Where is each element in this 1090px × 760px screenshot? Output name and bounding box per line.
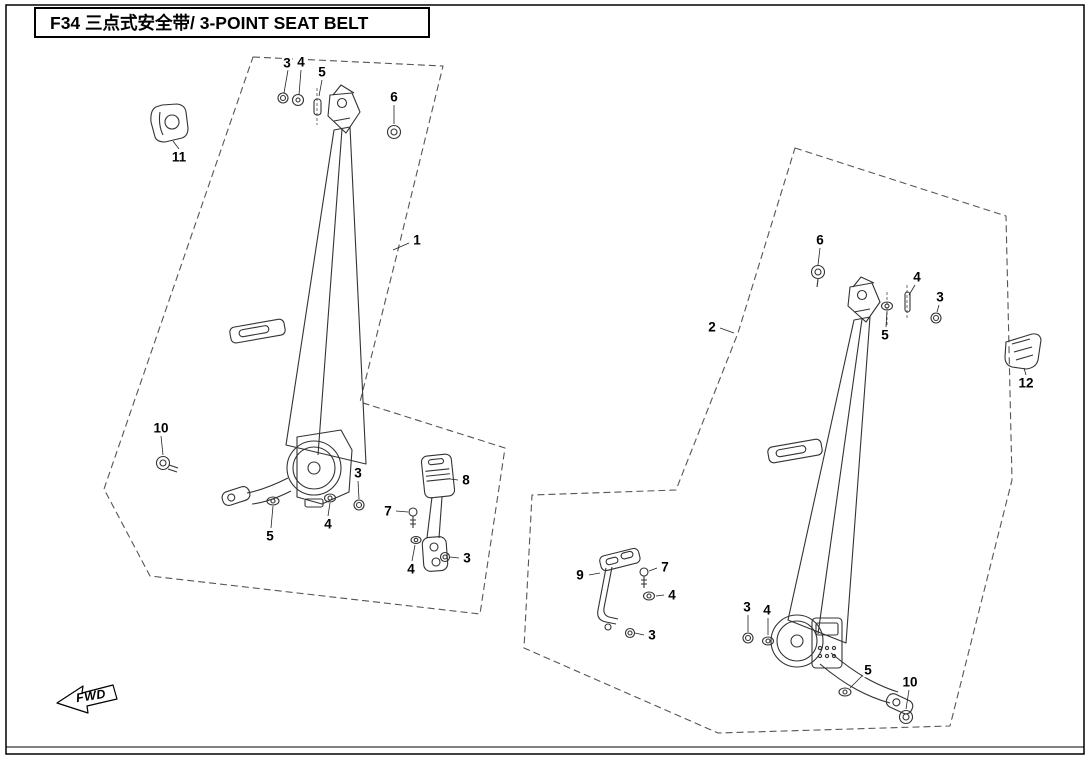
left-assembly-outline — [103, 56, 506, 615]
right-top-anchor — [847, 276, 881, 323]
nut-3 — [277, 92, 289, 104]
right-assembly-outline — [523, 147, 1013, 734]
buckle-8 — [420, 453, 456, 572]
callout-4c: 4 — [406, 561, 416, 577]
callout-4a: 4 — [296, 54, 306, 70]
right-latch-plate — [767, 438, 823, 464]
washer-4b — [323, 493, 337, 503]
callout-10a: 10 — [152, 420, 170, 436]
callout-4b: 4 — [323, 516, 333, 532]
title-box: F34 三点式安全带/ 3-POINT SEAT BELT — [34, 7, 430, 38]
callout-3f: 3 — [742, 599, 752, 615]
left-retractor — [286, 429, 353, 508]
callout-3b: 3 — [353, 465, 363, 481]
callout-4d: 4 — [912, 269, 922, 285]
right-lap-belt — [819, 652, 914, 715]
callout-5b: 5 — [265, 528, 275, 544]
washer-4t — [761, 636, 775, 646]
washer-4c — [410, 535, 422, 545]
fwd-arrow — [56, 684, 118, 714]
washer-4 — [291, 93, 305, 107]
left-lap-belt — [221, 477, 292, 506]
washer-4r — [642, 591, 656, 601]
nut-3r — [930, 312, 942, 324]
callout-4f: 4 — [762, 602, 772, 618]
bolt-6r — [810, 264, 826, 280]
bolt-6 — [386, 124, 402, 140]
callout-9: 9 — [575, 567, 585, 583]
left-top-anchor — [327, 84, 361, 134]
bolt-10r — [898, 709, 914, 725]
callout-12: 12 — [1017, 375, 1035, 391]
callout-7a: 7 — [383, 503, 393, 519]
callout-5a: 5 — [317, 64, 327, 80]
left-anchor-bolt-10 — [155, 455, 179, 473]
spacer-5 — [313, 98, 322, 116]
washer-5b — [266, 496, 280, 506]
callout-3e: 3 — [647, 627, 657, 643]
screw-7r — [639, 567, 649, 577]
callout-6b: 6 — [815, 232, 825, 248]
leader-lines — [160, 69, 1027, 710]
callout-11: 11 — [170, 149, 188, 165]
callout-3c: 3 — [462, 550, 472, 566]
nut-3s — [624, 627, 636, 639]
nut-3c — [439, 551, 451, 563]
page-title: F34 三点式安全带/ 3-POINT SEAT BELT — [50, 13, 369, 33]
buckle-bracket-9 — [597, 547, 641, 631]
callout-2: 2 — [707, 319, 717, 335]
left-fasteners — [266, 88, 451, 563]
right-fasteners — [624, 264, 942, 725]
screw-7 — [408, 507, 418, 517]
right-seatbelt-assembly — [597, 264, 942, 725]
cover-11 — [150, 103, 189, 143]
callout-10b: 10 — [901, 674, 919, 690]
pin-4r — [904, 291, 911, 313]
left-seatbelt-assembly — [155, 84, 456, 572]
sheet-frame — [5, 4, 1085, 755]
right-shoulder-belt — [787, 316, 871, 644]
callout-3d: 3 — [935, 289, 945, 305]
callout-8: 8 — [461, 472, 471, 488]
callout-6a: 6 — [389, 89, 399, 105]
nut-3t — [742, 632, 754, 644]
nut-3b — [353, 499, 365, 511]
callout-1: 1 — [412, 232, 422, 248]
callout-5c: 5 — [880, 327, 890, 343]
assembly-boundaries — [103, 56, 1013, 734]
left-latch-plate — [229, 318, 286, 344]
callout-4e: 4 — [667, 587, 677, 603]
right-retractor — [770, 614, 843, 669]
callout-5d: 5 — [863, 662, 873, 678]
left-shoulder-belt — [285, 126, 367, 465]
callout-7b: 7 — [660, 559, 670, 575]
callout-3a: 3 — [282, 55, 292, 71]
washer-5t — [838, 687, 852, 697]
cover-12 — [1004, 333, 1042, 370]
